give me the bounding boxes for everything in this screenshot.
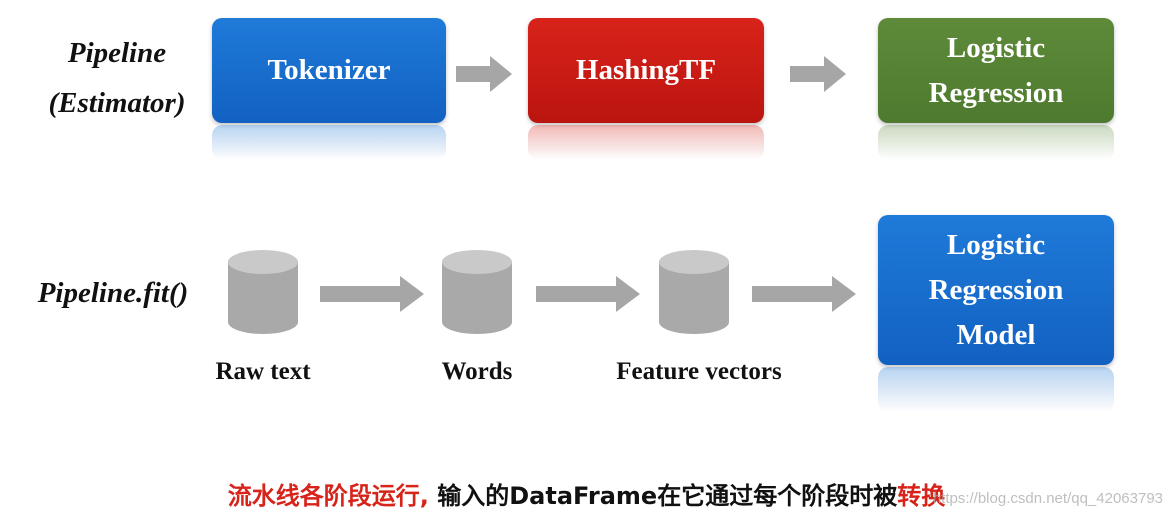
arrow-raw-to-words: [320, 276, 424, 312]
logistic-reflection: [878, 125, 1114, 160]
caption-part1: 流水线各阶段运行,: [227, 482, 429, 510]
arrow-words-to-features: [536, 276, 640, 312]
logistic-line1: Logistic: [946, 31, 1046, 64]
feature-vectors-label: Feature vectors: [616, 358, 782, 385]
feature-vectors-database-icon: [659, 250, 729, 334]
caption: 流水线各阶段运行, 输入的DataFrame在它通过每个阶段时被转换: [0, 476, 1173, 511]
tokenizer-label: Tokenizer: [267, 54, 391, 86]
model-reflection: [878, 367, 1114, 412]
arrow-tokenizer-to-hashingtf: [456, 56, 512, 92]
pipeline-label-line2: (Estimator): [48, 87, 186, 119]
logistic-regression-box: Logistic Regression: [878, 18, 1114, 123]
words-database-icon: [442, 250, 512, 334]
watermark: https://blog.csdn.net/qq_42063793: [932, 490, 1163, 507]
words-label: Words: [441, 358, 513, 385]
model-line3: Model: [956, 318, 1036, 351]
pipeline-fit-label: Pipeline.fit(): [37, 277, 189, 309]
caption-part2: 输入的DataFrame在它通过每个阶段时被: [428, 482, 898, 510]
hashingtf-label: HashingTF: [575, 54, 717, 86]
pipeline-label-line1: Pipeline: [67, 37, 167, 69]
hashingtf-box: HashingTF: [528, 18, 764, 123]
arrow-features-to-model: [752, 276, 856, 312]
model-line1: Logistic: [946, 228, 1046, 261]
hashingtf-reflection: [528, 125, 764, 160]
arrow-hashingtf-to-logistic: [790, 56, 846, 92]
raw-text-label: Raw text: [215, 358, 311, 385]
logistic-line2: Regression: [928, 76, 1064, 109]
model-line2: Regression: [928, 273, 1064, 306]
raw-text-database-icon: [228, 250, 298, 334]
caption-part3: 转换: [897, 482, 946, 510]
logistic-regression-model-box: Logistic Regression Model: [878, 215, 1114, 365]
tokenizer-box: Tokenizer: [212, 18, 446, 123]
tokenizer-reflection: [212, 125, 446, 160]
pipeline-estimator-label: Pipeline (Estimator): [22, 28, 212, 128]
